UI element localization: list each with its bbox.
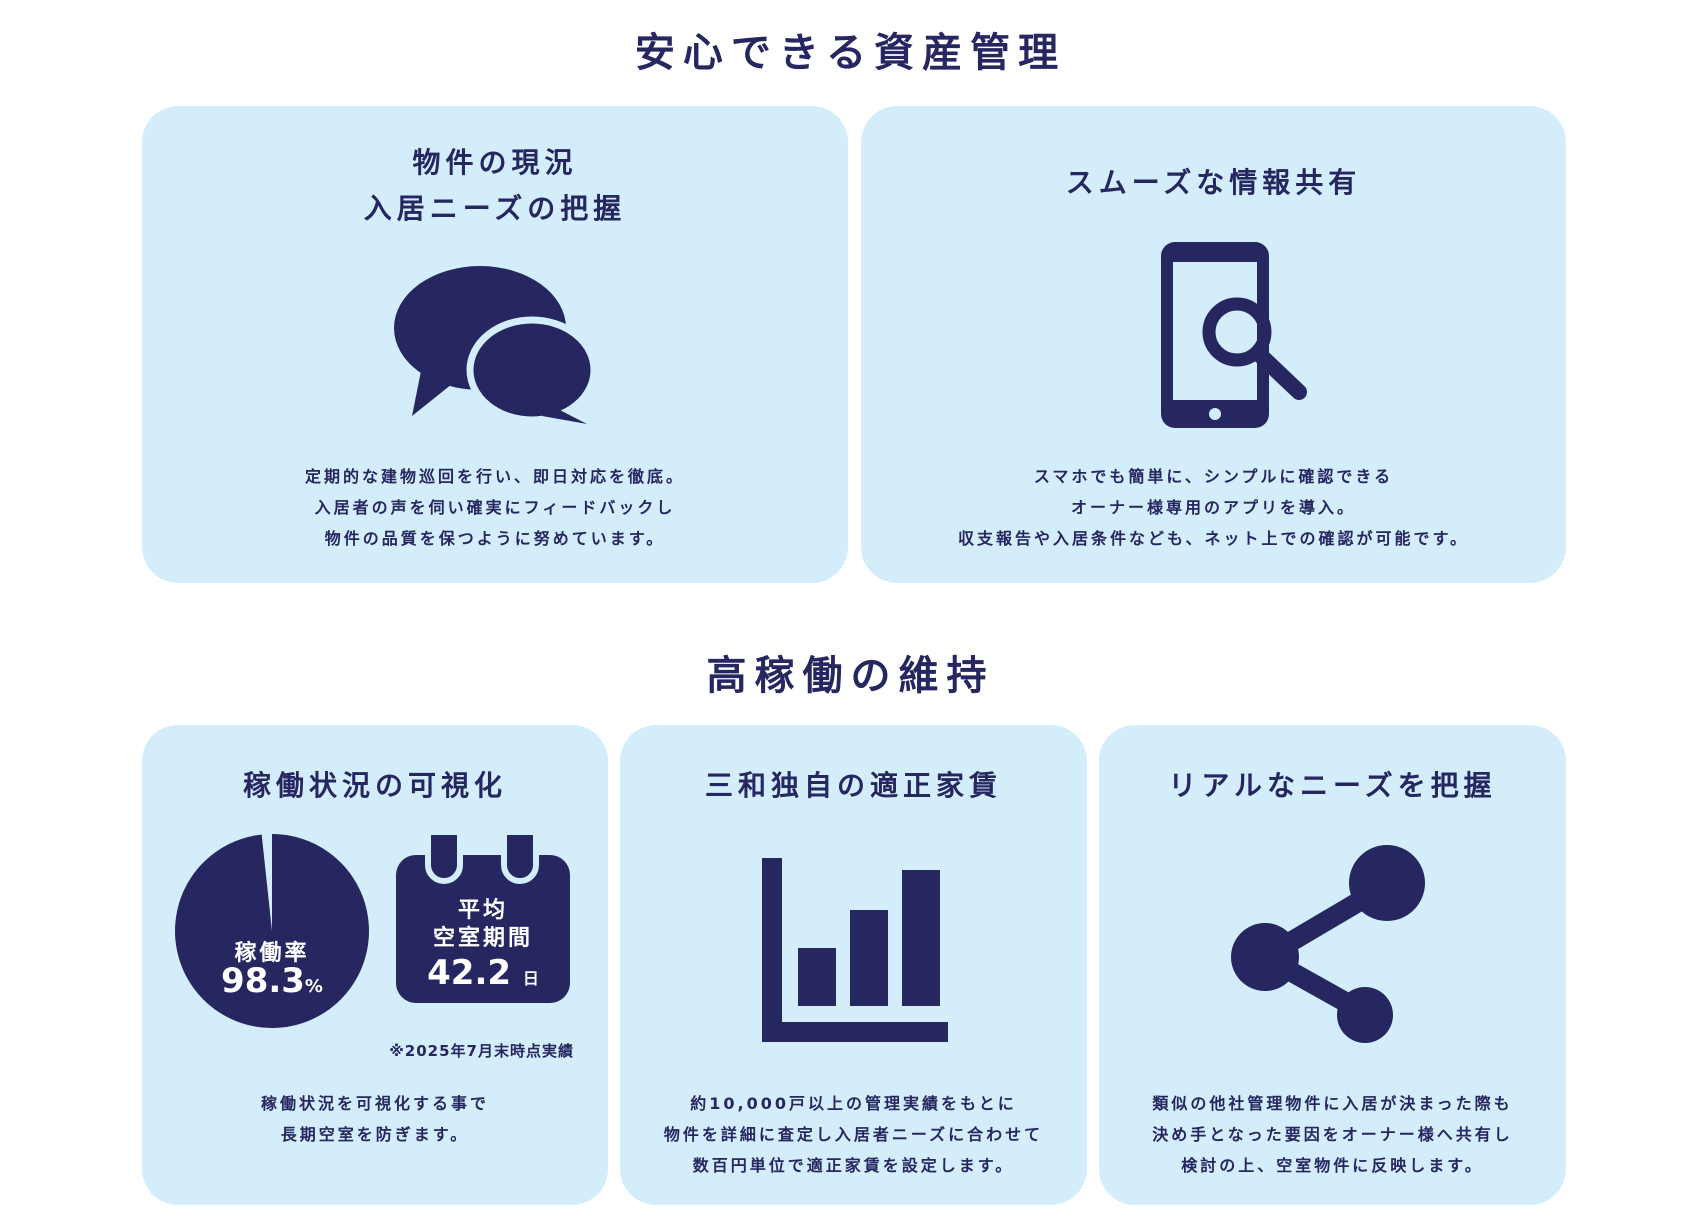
card-title: スムーズな情報共有 xyxy=(1065,166,1362,199)
card-title: 三和独自の適正家賃 xyxy=(704,769,1002,802)
bar-chart-icon xyxy=(762,858,948,1042)
card-real-needs: リアルなニーズを把握 類似の他社管理物件に入居が決まった際も決め手となった要因を… xyxy=(1099,725,1566,1205)
smartphone-search-icon xyxy=(1161,242,1307,428)
card-description: 約10,000戸以上の管理実績をもとに物件を詳細に査定し入居者ニーズに合わせて数… xyxy=(663,1094,1044,1175)
card-occupancy-visualization: 稼働状況の可視化 稼働率 98.3% 平均空室期間 42.2 日 ※2025年7… xyxy=(142,725,608,1205)
card-property-status: 物件の現況入居ニーズの把握 定期的な建物巡回を行い、即日対応を徹底。入居者の声を… xyxy=(142,106,848,583)
card-title: 稼働状況の可視化 xyxy=(242,769,507,802)
section-title-asset-management: 安心できる資産管理 xyxy=(634,30,1067,76)
card-title: 物件の現況入居ニーズの把握 xyxy=(363,146,627,225)
data-note: ※2025年7月末時点実績 xyxy=(389,1042,574,1060)
card-info-sharing: スムーズな情報共有 スマホでも簡単に、シンプルに確認できるオーナー様専用のアプリ… xyxy=(861,106,1566,583)
card-description: 稼働状況を可視化する事で長期空室を防ぎます。 xyxy=(260,1094,489,1144)
card-description: 類似の他社管理物件に入居が決まった際も決め手となった要因をオーナー様へ共有し検討… xyxy=(1152,1094,1513,1175)
card-description: 定期的な建物巡回を行い、即日対応を徹底。入居者の声を伺い確実にフィードバックし物… xyxy=(304,467,685,548)
card-fair-rent: 三和独自の適正家賃 約10,000戸以上の管理実績をもとに物件を詳細に査定し入居… xyxy=(620,725,1087,1205)
pie-vacant-slice xyxy=(261,833,272,931)
card-description: スマホでも簡単に、シンプルに確認できるオーナー様専用のアプリを導入。収支報告や入… xyxy=(958,467,1469,548)
occupancy-label: 稼働率 xyxy=(234,941,310,966)
calendar-icon xyxy=(396,835,570,1003)
section-title-high-occupancy: 高稼働の維持 xyxy=(706,653,995,699)
card-title: リアルなニーズを把握 xyxy=(1168,769,1497,802)
occupancy-pie-chart xyxy=(175,833,369,1028)
vacancy-label: 平均空室期間 xyxy=(432,898,533,951)
share-icon xyxy=(1231,845,1425,1043)
occupancy-value: 98.3% xyxy=(221,961,323,1001)
chat-bubbles-icon xyxy=(394,266,598,424)
vacancy-value: 42.2 日 xyxy=(427,953,539,993)
